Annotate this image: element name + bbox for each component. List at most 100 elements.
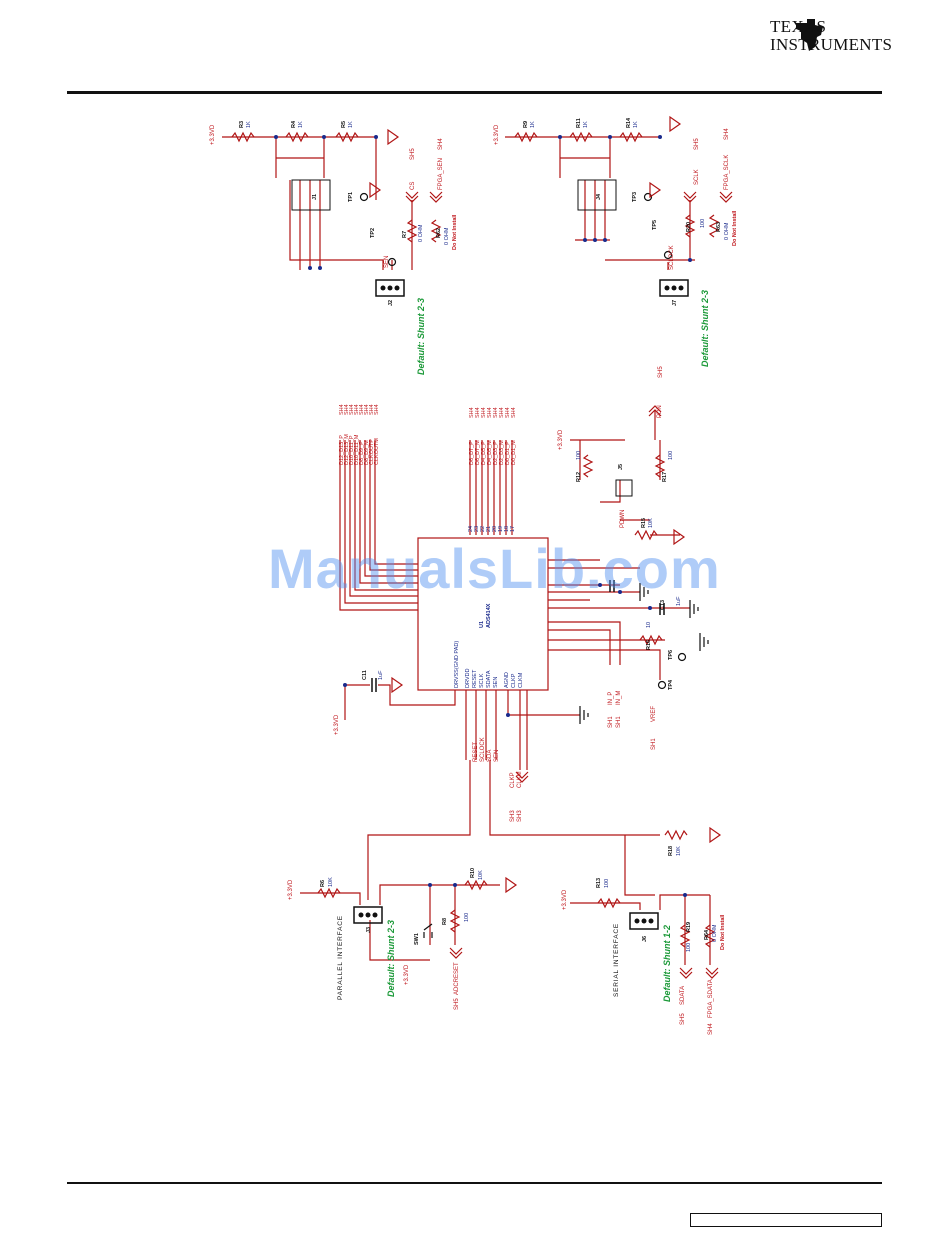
in-p-label: IN_P (608, 692, 614, 705)
ref-r19: R19 (686, 922, 692, 932)
val-r19: 100 (686, 943, 692, 952)
pin-24: 24 (468, 526, 474, 532)
ref-r11: R11 (576, 118, 582, 128)
bus-r-1: D6_D7_M (475, 440, 481, 465)
pin-22: 22 (480, 526, 486, 532)
bus-l-6: CLKOUTP (369, 439, 375, 465)
sh4-label-1: SH4 (438, 138, 444, 150)
val-r16: 10 (646, 622, 652, 628)
bus-r-sh-0: SH4 (469, 407, 475, 418)
vdd-label-4: +3.3VD (334, 714, 340, 735)
bus-l-sh-2: SH4 (349, 404, 355, 415)
u1-pin-reset: RESET (472, 669, 478, 688)
vdd-label-1: +3.3VD (210, 124, 216, 145)
dni-r62: Do Not Install (452, 214, 458, 250)
u1-gnd-label: DRVSS(GND PAD) (454, 641, 460, 688)
bus-l-3: D10_D11_M (354, 434, 360, 465)
bus-l-4: D8_D9_P (359, 441, 365, 465)
pin-17: 17 (510, 526, 516, 532)
u1-pin-drvdd: DRVDD (465, 669, 471, 688)
bus-l-7: CLKOUTM (374, 438, 380, 465)
pin-21: 21 (486, 526, 492, 532)
ref-j3: J3 (366, 927, 372, 933)
ref-r7: R7 (402, 231, 408, 238)
sclk-label: SCLK (694, 169, 700, 185)
val-r64: 0 OHM (712, 924, 718, 942)
sh4-label-2: SH4 (724, 128, 730, 140)
ref-tp2: TP2 (370, 228, 376, 238)
cs-label: CS (410, 182, 416, 190)
bus-r-sh-4: SH4 (493, 407, 499, 418)
resistors (231, 131, 720, 948)
u1-pin-sen: SEN (493, 677, 499, 688)
val-r63: 0 OHM (724, 222, 730, 240)
val-r10: 10K (478, 870, 484, 880)
sh5-label-5: SH5 (680, 1013, 686, 1025)
brand-line-1: TEXAS (770, 17, 827, 36)
ref-r16: R16 (646, 640, 652, 650)
ref-r10: R10 (470, 868, 476, 878)
pin-20: 20 (492, 526, 498, 532)
sh5-label-1: SH5 (410, 148, 416, 160)
fpga-sclk-label: FPGA_SCLK (724, 155, 730, 190)
pin-23: 23 (474, 526, 480, 532)
u1-pin-labels: DRVSS(GND PAD) DRVDD RESET SCLK SDATA SE… (454, 603, 524, 688)
sclock-label: SCLOCK (669, 245, 675, 270)
ref-r12: R12 (576, 472, 582, 482)
ref-r15: R15 (641, 518, 647, 528)
vref-label: VREF (651, 706, 657, 722)
ref-tp5: TP5 (652, 220, 658, 230)
vdd-label-2: +3.3VD (494, 124, 500, 145)
u1-pin-sclk: SCLK (479, 673, 485, 688)
ref-j4: J4 (596, 193, 602, 200)
component-values: 1K 1K 1K 1K 1K 1K 0 OHM 0 OHM 100 0 OHM … (246, 121, 730, 952)
sclock-net-label: SCLOCK (480, 737, 486, 762)
bus-r-4: D2_D3_P (493, 441, 499, 465)
bus-r-sh-5: SH4 (499, 407, 505, 418)
brand-name: TEXAS INSTRUMENTS (770, 18, 892, 54)
bus-l-5: D8_D9_M (364, 440, 370, 465)
ti-logo-icon (796, 19, 823, 51)
bus-l-sh-7: SH4 (374, 404, 380, 415)
sh5-label-3: SH5 (658, 366, 664, 378)
test-points (359, 192, 687, 690)
val-r13: 100 (604, 879, 610, 888)
val-r8: 100 (464, 913, 470, 922)
bus-r-sh-2: SH4 (481, 407, 487, 418)
sen-net-label: SEN (494, 750, 500, 762)
ref-r4: R4 (291, 120, 297, 128)
interface-titles: PARALLEL INTERFACE SERIAL INTERFACE (337, 915, 620, 1000)
sh1-label-2: SH1 (608, 716, 614, 728)
pdn-label: PDN (657, 405, 663, 418)
serial-interface-title: SERIAL INTERFACE (613, 923, 620, 997)
ref-j5: J5 (618, 464, 624, 470)
switch-sw1 (423, 923, 433, 938)
val-r17: 100 (668, 451, 674, 460)
bus-l-sh-0: SH4 (339, 404, 345, 415)
fpga-sen-label: FPGA_SEN (438, 158, 444, 190)
fpga-sdata-label: FPGA_SDATA (708, 979, 714, 1018)
ref-r18: R18 (668, 846, 674, 856)
default-j6: Default: Shunt 1-2 (662, 925, 672, 1002)
connector-pins (358, 285, 684, 924)
val-c11: 1uF (378, 670, 384, 680)
clkp-net-label: CLKP (510, 772, 516, 788)
connectors (291, 179, 689, 930)
bus-r-sh-1: SH4 (475, 407, 481, 418)
val-c13: 1uF (676, 596, 682, 606)
junctions (274, 135, 692, 897)
bus-r-3: D4_D5_M (487, 440, 493, 465)
val-r5: 1K (348, 121, 354, 128)
val-r12: 100 (576, 451, 582, 460)
sh1-label-3: SH1 (616, 716, 622, 728)
ref-tp4: TP4 (668, 679, 674, 690)
ref-r5: R5 (341, 121, 347, 128)
bus-l-sh-4: SH4 (359, 404, 365, 415)
val-r4: 1K (298, 121, 304, 128)
watermark: ManualsLib.com (268, 537, 721, 600)
ref-r63: R63 (716, 222, 722, 232)
reset-net-label: RESET (473, 742, 479, 762)
sh3-label-1: SH3 (510, 810, 516, 822)
sh5-label-4: SH5 (454, 998, 460, 1010)
